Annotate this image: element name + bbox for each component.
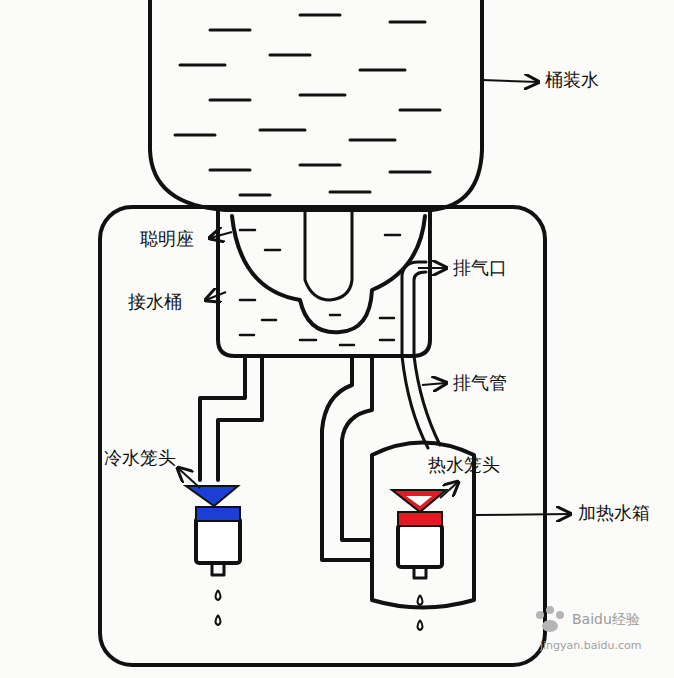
callout-label: 冷水笼头	[104, 448, 176, 468]
callout-label: 接水桶	[128, 292, 182, 312]
callout-label: 排气口	[453, 258, 507, 278]
callout-label: 加热水箱	[578, 503, 650, 523]
watermark: Baidu经验	[572, 612, 640, 627]
watermark: jingyan.baidu.com	[540, 640, 642, 652]
callout-label: 热水笼头	[428, 455, 500, 475]
callout-label: 排气管	[453, 373, 507, 393]
callout-label: 桶装水	[545, 70, 599, 90]
callout-label: 聪明座	[140, 229, 194, 249]
